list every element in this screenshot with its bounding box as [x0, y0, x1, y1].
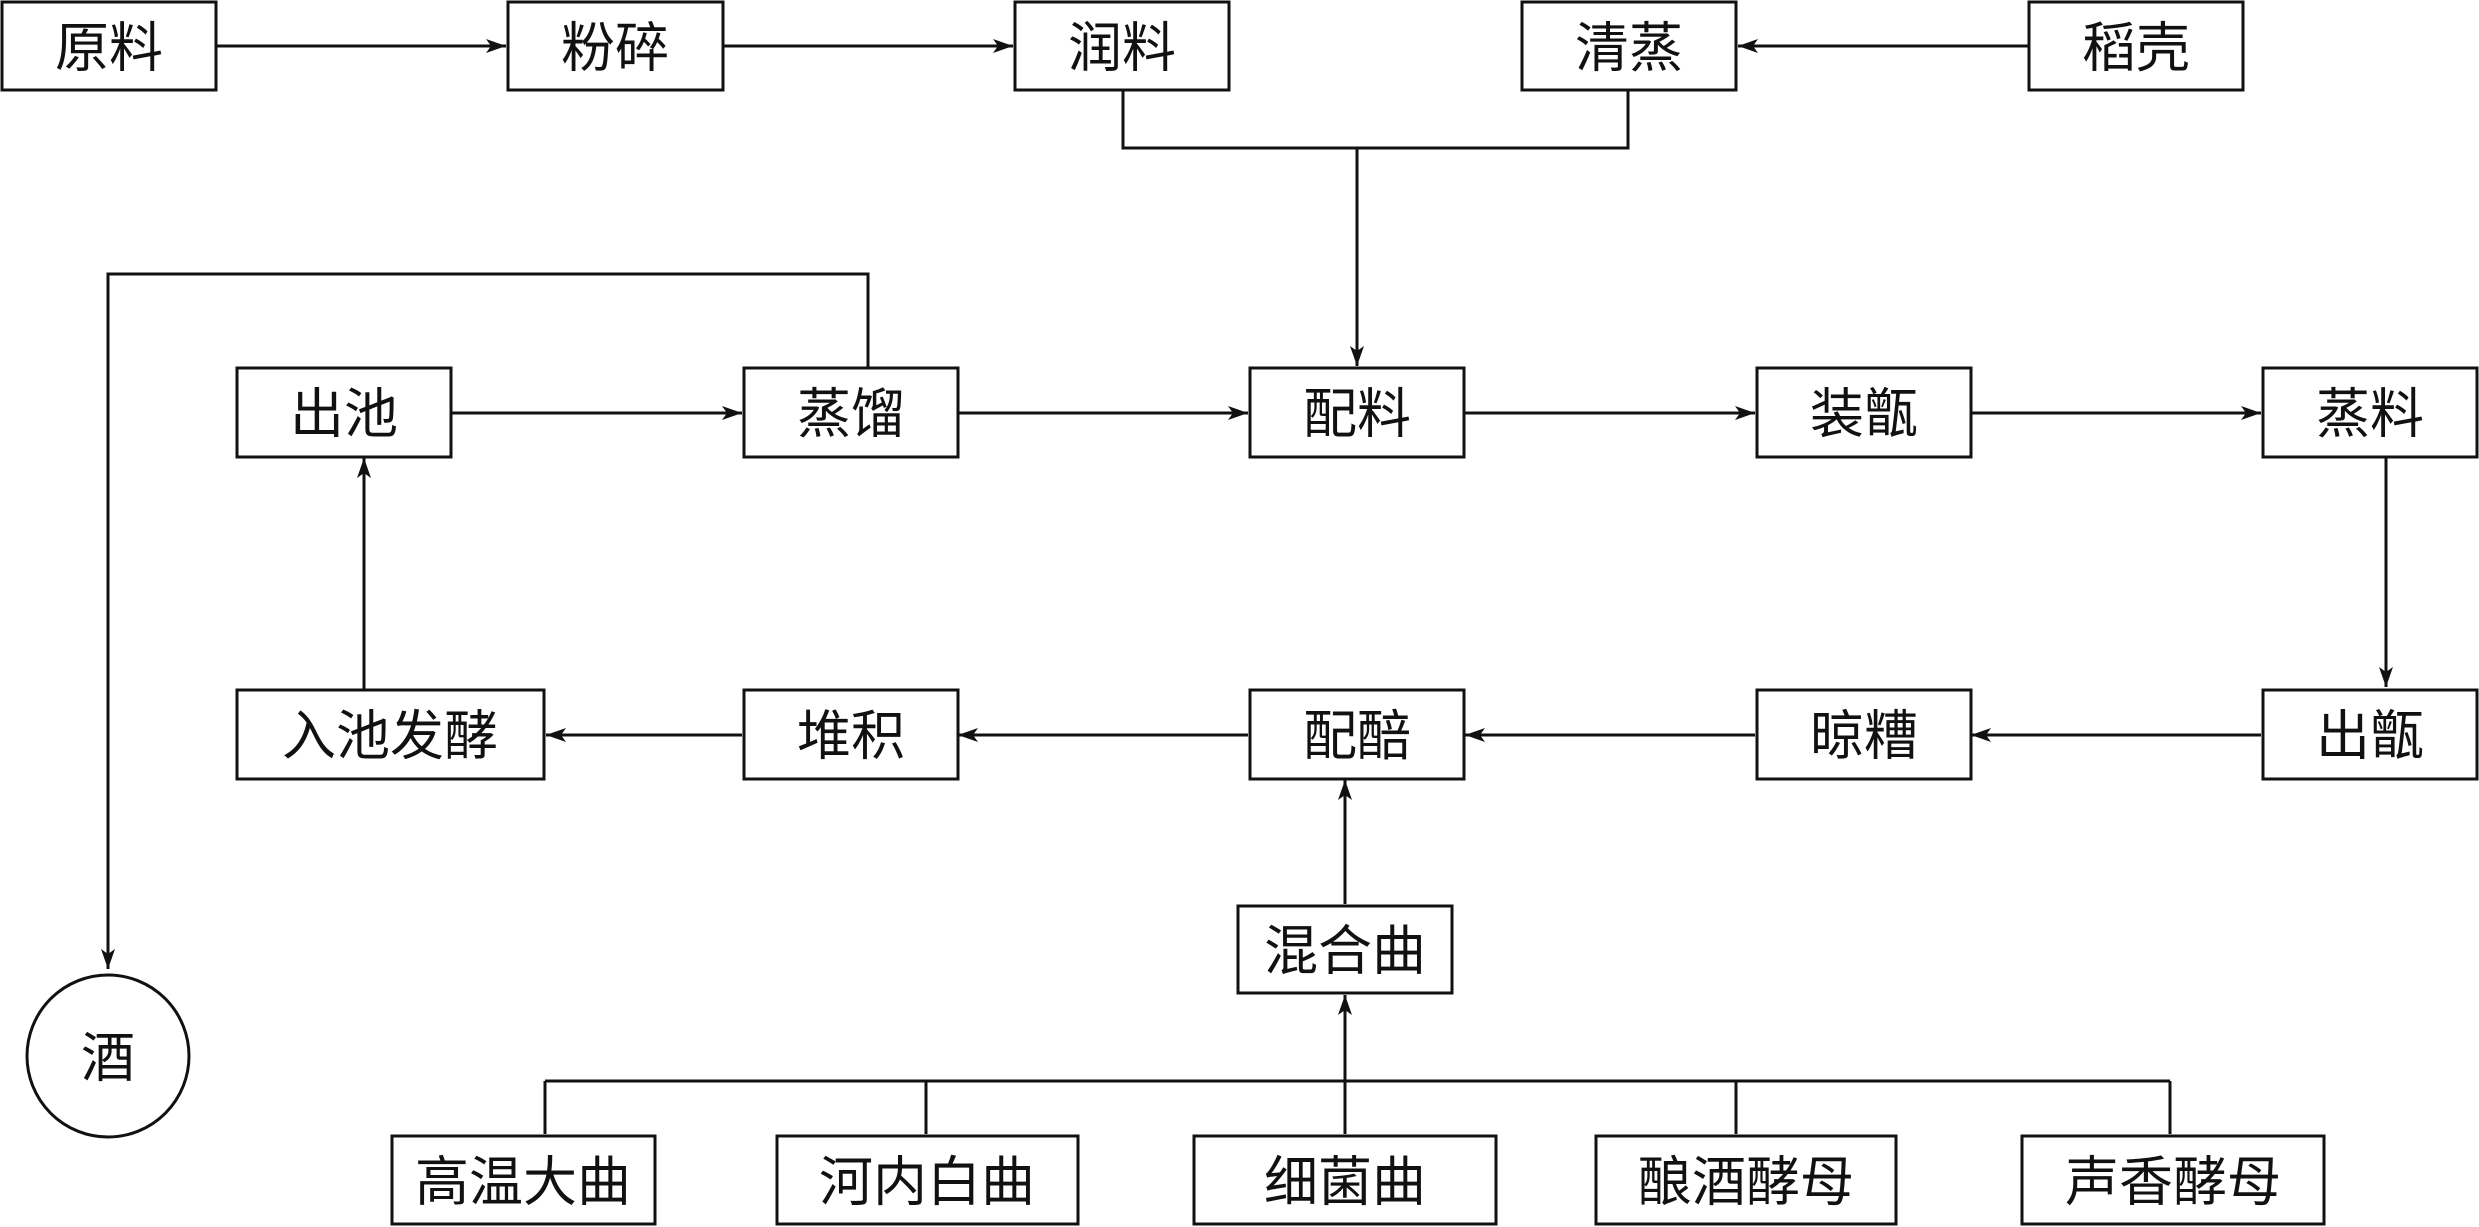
node-henei: 河内白曲	[775, 1134, 1080, 1226]
node-zhuangzeng-label: 装甑	[1810, 383, 1918, 446]
edge-runliao-merge	[1121, 91, 1630, 150]
node-yuanliao: 原料	[0, 0, 218, 92]
node-runliao: 润料	[1013, 0, 1231, 92]
node-gaowen: 高温大曲	[390, 1134, 657, 1226]
node-zhengliao: 蒸料	[2261, 366, 2479, 459]
node-zhuangzeng: 装甑	[1755, 366, 1973, 459]
node-fensui: 粉碎	[506, 0, 725, 92]
node-yuanliao-label: 原料	[55, 17, 163, 80]
node-shengxiang-label: 声香酵母	[2065, 1151, 2281, 1214]
node-shengxiang: 声香酵母	[2020, 1134, 2326, 1226]
node-duiji-label: 堆积	[797, 705, 905, 768]
node-henei-label: 河内白曲	[819, 1151, 1035, 1214]
node-zhengliao-label: 蒸料	[2316, 383, 2424, 446]
edge-zhengliu-jiu	[101, 272, 870, 969]
node-jiu-label: 酒	[81, 1027, 135, 1090]
node-chuzeng-label: 出甑	[2316, 705, 2424, 768]
node-runliao-label: 润料	[1068, 17, 1176, 80]
node-chuchi: 出池	[235, 366, 453, 459]
node-daoke: 稻壳	[2027, 0, 2245, 92]
node-chuchi-label: 出池	[290, 383, 398, 446]
node-xijun: 细菌曲	[1192, 1134, 1498, 1226]
node-daoke-label: 稻壳	[2082, 17, 2190, 80]
node-jiu: 酒	[25, 973, 191, 1139]
node-fensui-label: 粉碎	[561, 17, 669, 80]
node-zhengliu-label: 蒸馏	[797, 383, 905, 446]
node-niangjiu: 酿酒酵母	[1594, 1134, 1898, 1226]
node-qingzheng: 清蒸	[1520, 0, 1738, 92]
node-zhengliu: 蒸馏	[742, 366, 960, 459]
node-peiliao: 配料	[1248, 366, 1466, 459]
node-peipei-label: 配醅	[1303, 705, 1411, 768]
node-hunhequ-label: 混合曲	[1264, 920, 1426, 983]
node-duiji: 堆积	[742, 688, 960, 781]
node-liangzao-label: 晾糟	[1810, 705, 1918, 768]
node-hunhequ: 混合曲	[1236, 904, 1454, 995]
node-ruchi: 入池发酵	[235, 688, 546, 781]
node-gaowen-label: 高温大曲	[415, 1151, 631, 1214]
node-peipei: 配醅	[1248, 688, 1466, 781]
node-liangzao: 晾糟	[1755, 688, 1973, 781]
node-xijun-label: 细菌曲	[1264, 1151, 1426, 1214]
node-qingzheng-label: 清蒸	[1575, 17, 1683, 80]
node-niangjiu-label: 酿酒酵母	[1638, 1151, 1854, 1214]
node-peiliao-label: 配料	[1303, 383, 1411, 446]
node-ruchi-label: 入池发酵	[282, 705, 498, 768]
node-chuzeng: 出甑	[2261, 688, 2479, 781]
edges	[101, 39, 2393, 1134]
